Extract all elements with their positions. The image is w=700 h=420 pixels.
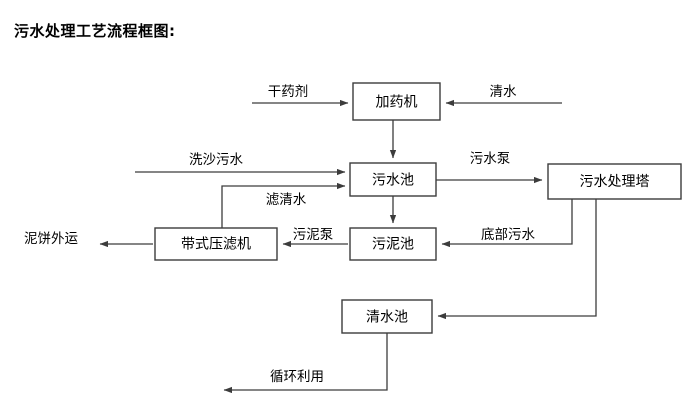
node-belt-filter-press[interactable]: [154, 227, 278, 261]
page-title: 污水处理工艺流程框图:: [14, 22, 176, 40]
node-clear-water-pool[interactable]: [341, 299, 433, 334]
edge-label-sludge-pump: 污泥泵: [293, 227, 334, 243]
node-dosing-machine[interactable]: [352, 82, 441, 121]
edge-label-sewage-pump: 污水泵: [470, 151, 511, 167]
edge-bottom-sewage-to-sludge-pool: [441, 199, 573, 248]
edge-treatment-tower-to-clear-water-pool: [437, 199, 597, 320]
node-sewage-pool[interactable]: [349, 162, 437, 197]
edge-label-bottom-sewage: 底部污水: [481, 227, 535, 243]
node-label-sludge-pool: 污泥池: [372, 237, 414, 253]
edge-clear-water-pool-to-recycle-reuse: [223, 333, 388, 394]
node-label-sewage-pool: 污水池: [372, 173, 414, 189]
edge-filtered-water-to-sewage-pool: [221, 182, 346, 228]
terminal-label-mud-cake-transport: 泥饼外运: [24, 231, 78, 247]
node-label-dosing-machine: 加药机: [376, 95, 418, 111]
node-treatment-tower[interactable]: [547, 163, 682, 200]
node-label-belt-filter-press: 带式压滤机: [181, 237, 251, 253]
node-sludge-pool[interactable]: [349, 227, 437, 261]
edge-label-dry-chemical: 干药剂: [268, 84, 309, 100]
node-label-clear-water-pool: 清水池: [366, 310, 408, 326]
edge-label-clean-water-in: 清水: [490, 84, 518, 100]
edge-label-sand-wash-sewage: 洗沙污水: [189, 152, 243, 168]
node-label-treatment-tower: 污水处理塔: [580, 174, 650, 190]
terminal-label-recycle-reuse: 循环利用: [270, 369, 324, 385]
edge-label-filtered-water: 滤清水: [266, 192, 307, 208]
